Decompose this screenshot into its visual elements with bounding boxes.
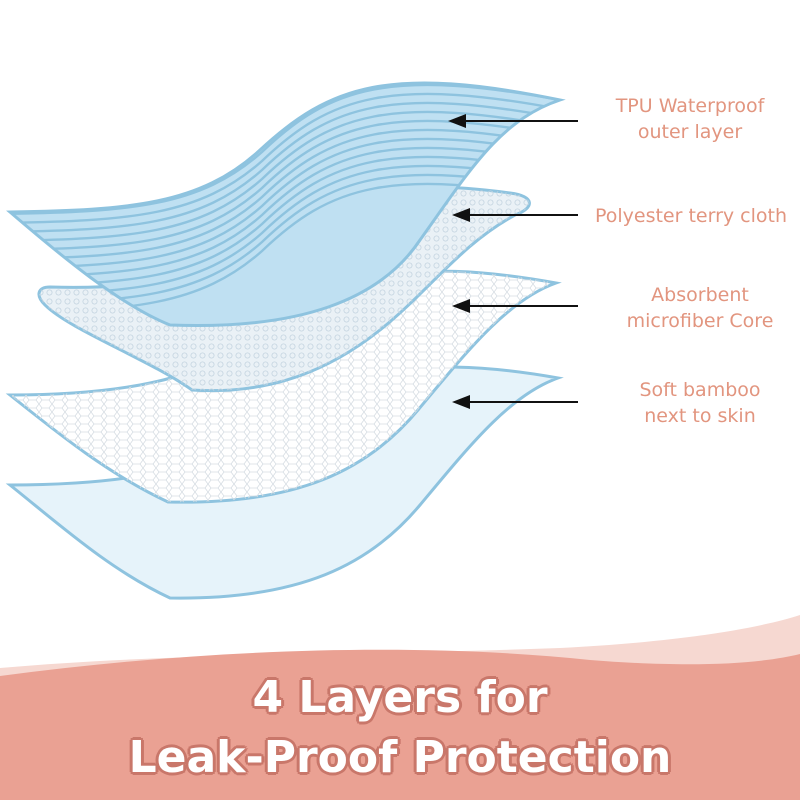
arrow-tpu xyxy=(448,114,578,128)
arrow-poly xyxy=(452,208,578,222)
tpu-stripe xyxy=(10,83,560,216)
tpu-stripe xyxy=(10,137,560,270)
tpu-stripe xyxy=(10,92,560,225)
headline-line-1: 4 Layers for xyxy=(252,672,548,723)
tpu-stripe xyxy=(10,155,560,288)
label-line: TPU Waterproof xyxy=(615,95,765,117)
label-bamboo-layer: Soft bamboo next to skin xyxy=(600,377,800,429)
label-line: outer layer xyxy=(637,121,743,143)
label-terry-layer: Polyester terry cloth xyxy=(582,203,800,229)
tpu-stripe xyxy=(10,128,560,261)
label-tpu-layer: TPU Waterproof outer layer xyxy=(580,93,800,145)
label-core-layer: Absorbent microfiber Core xyxy=(600,282,800,334)
pointer-arrows xyxy=(448,114,578,409)
label-line: Polyester terry cloth xyxy=(594,205,788,227)
tpu-stripe xyxy=(10,110,560,243)
arrow-bamboo xyxy=(452,395,578,409)
tpu-stripe xyxy=(10,164,560,297)
bottom-banner xyxy=(0,615,800,800)
arrow-core xyxy=(452,299,578,313)
label-line: Soft bamboo xyxy=(639,379,761,401)
tpu-stripe xyxy=(10,119,560,252)
label-line: Absorbent xyxy=(651,284,749,306)
tpu-stripe xyxy=(10,146,560,279)
headline-line-2: Leak-Proof Protection xyxy=(128,732,672,783)
label-line: next to skin xyxy=(644,405,756,427)
label-line: microfiber Core xyxy=(626,310,774,332)
headline: 4 Layers for Leak-Proof Protection xyxy=(0,668,800,788)
tpu-stripe xyxy=(10,101,560,234)
